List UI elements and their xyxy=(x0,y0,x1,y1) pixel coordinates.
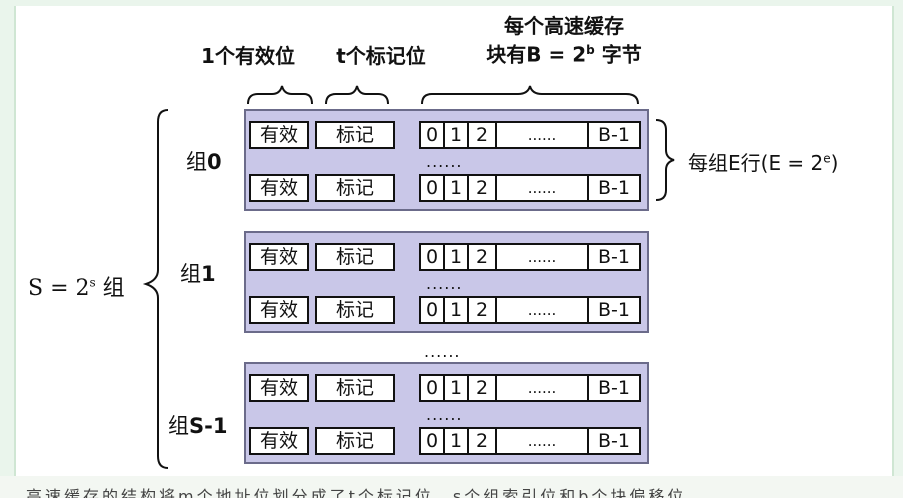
set-s-minus-1-line-last-valid-cell: 有效 xyxy=(249,427,309,455)
brace-valid-top xyxy=(247,85,313,105)
set-gap-dots: ...... xyxy=(424,342,461,361)
brace-block-top xyxy=(421,85,639,105)
byte-1: 1 xyxy=(449,430,463,452)
byte-1: 1 xyxy=(449,124,463,146)
byte-0: 0 xyxy=(425,299,439,321)
brace-lines-right xyxy=(655,119,675,201)
brace-sets-left xyxy=(142,109,169,469)
header-block-line2: 块有B = 2b 字节 xyxy=(486,42,642,67)
block-byte-divider xyxy=(467,123,469,147)
byte-ellipsis: ...... xyxy=(527,248,557,266)
block-byte-divider xyxy=(495,298,497,322)
block-byte-divider xyxy=(443,376,445,400)
byte-0: 0 xyxy=(425,377,439,399)
set-1-line-last-valid-cell: 有效 xyxy=(249,296,309,324)
block-byte-divider xyxy=(587,123,589,147)
byte-ellipsis: ...... xyxy=(527,379,557,397)
byte-0: 0 xyxy=(425,246,439,268)
block-byte-divider xyxy=(587,298,589,322)
block-byte-divider xyxy=(587,176,589,200)
lines-per-set-label: 每组E行(E = 2e) xyxy=(688,151,839,175)
set-1-line-first-valid-cell: 有效 xyxy=(249,243,309,271)
block-byte-divider xyxy=(443,245,445,269)
set-s-minus-1-line-first-valid-cell: 有效 xyxy=(249,374,309,402)
block-byte-divider xyxy=(587,429,589,453)
byte-ellipsis: ...... xyxy=(527,126,557,144)
byte-ellipsis: ...... xyxy=(527,432,557,450)
row-gap-dots: ...... xyxy=(426,405,463,424)
block-byte-divider xyxy=(443,298,445,322)
byte-0: 0 xyxy=(425,430,439,452)
byte-1: 1 xyxy=(449,177,463,199)
byte-2: 2 xyxy=(475,246,489,268)
header-block-line1: 每个高速缓存 xyxy=(504,14,624,38)
set-0-line-last-tag-cell: 标记 xyxy=(315,174,395,202)
set-s-minus-1-line-first-tag-cell: 标记 xyxy=(315,374,395,402)
header-valid-bit: 1个有效位 xyxy=(201,44,295,68)
block-byte-divider xyxy=(495,429,497,453)
block-byte-divider xyxy=(467,429,469,453)
caption-strip xyxy=(0,476,903,498)
block-byte-divider xyxy=(587,245,589,269)
byte-2: 2 xyxy=(475,124,489,146)
header-block-bytes: 每个高速缓存 块有B = 2b 字节 xyxy=(454,14,674,67)
block-byte-divider xyxy=(495,376,497,400)
set-1-line-last-tag-cell: 标记 xyxy=(315,296,395,324)
byte-2: 2 xyxy=(475,430,489,452)
block-byte-divider xyxy=(587,376,589,400)
set-0-line-first-tag-cell: 标记 xyxy=(315,121,395,149)
set-1-line-first-tag-cell: 标记 xyxy=(315,243,395,271)
byte-last: B-1 xyxy=(598,430,630,452)
byte-last: B-1 xyxy=(598,124,630,146)
row-gap-dots: ...... xyxy=(426,152,463,171)
byte-1: 1 xyxy=(449,246,463,268)
byte-last: B-1 xyxy=(598,299,630,321)
set-0-line-first-valid-cell: 有效 xyxy=(249,121,309,149)
set-label-1: 组1 xyxy=(180,262,216,286)
block-byte-divider xyxy=(495,176,497,200)
byte-2: 2 xyxy=(475,177,489,199)
byte-last: B-1 xyxy=(598,377,630,399)
byte-0: 0 xyxy=(425,177,439,199)
byte-0: 0 xyxy=(425,124,439,146)
byte-1: 1 xyxy=(449,377,463,399)
byte-last: B-1 xyxy=(598,177,630,199)
byte-2: 2 xyxy=(475,377,489,399)
num-sets-label: S = 2s 组 xyxy=(28,275,125,301)
block-byte-divider xyxy=(467,376,469,400)
byte-ellipsis: ...... xyxy=(527,301,557,319)
set-s-minus-1-line-last-tag-cell: 标记 xyxy=(315,427,395,455)
block-byte-divider xyxy=(467,245,469,269)
block-byte-divider xyxy=(443,429,445,453)
byte-2: 2 xyxy=(475,299,489,321)
block-byte-divider xyxy=(443,176,445,200)
set-0-line-last-valid-cell: 有效 xyxy=(249,174,309,202)
row-gap-dots: ...... xyxy=(426,274,463,293)
header-tag-bits: t个标记位 xyxy=(336,44,426,68)
set-label-s-minus-1: 组S-1 xyxy=(168,414,228,438)
byte-1: 1 xyxy=(449,299,463,321)
block-byte-divider xyxy=(495,123,497,147)
block-byte-divider xyxy=(443,123,445,147)
caption-text: 高速缓存的结构将m个地址位划分成了t个标记位、s个组索引位和b个块偏移位 xyxy=(26,487,687,498)
set-label-0: 组0 xyxy=(186,150,222,174)
byte-ellipsis: ...... xyxy=(527,179,557,197)
block-byte-divider xyxy=(495,245,497,269)
brace-tag-top xyxy=(325,85,389,105)
block-byte-divider xyxy=(467,176,469,200)
byte-last: B-1 xyxy=(598,246,630,268)
block-byte-divider xyxy=(467,298,469,322)
